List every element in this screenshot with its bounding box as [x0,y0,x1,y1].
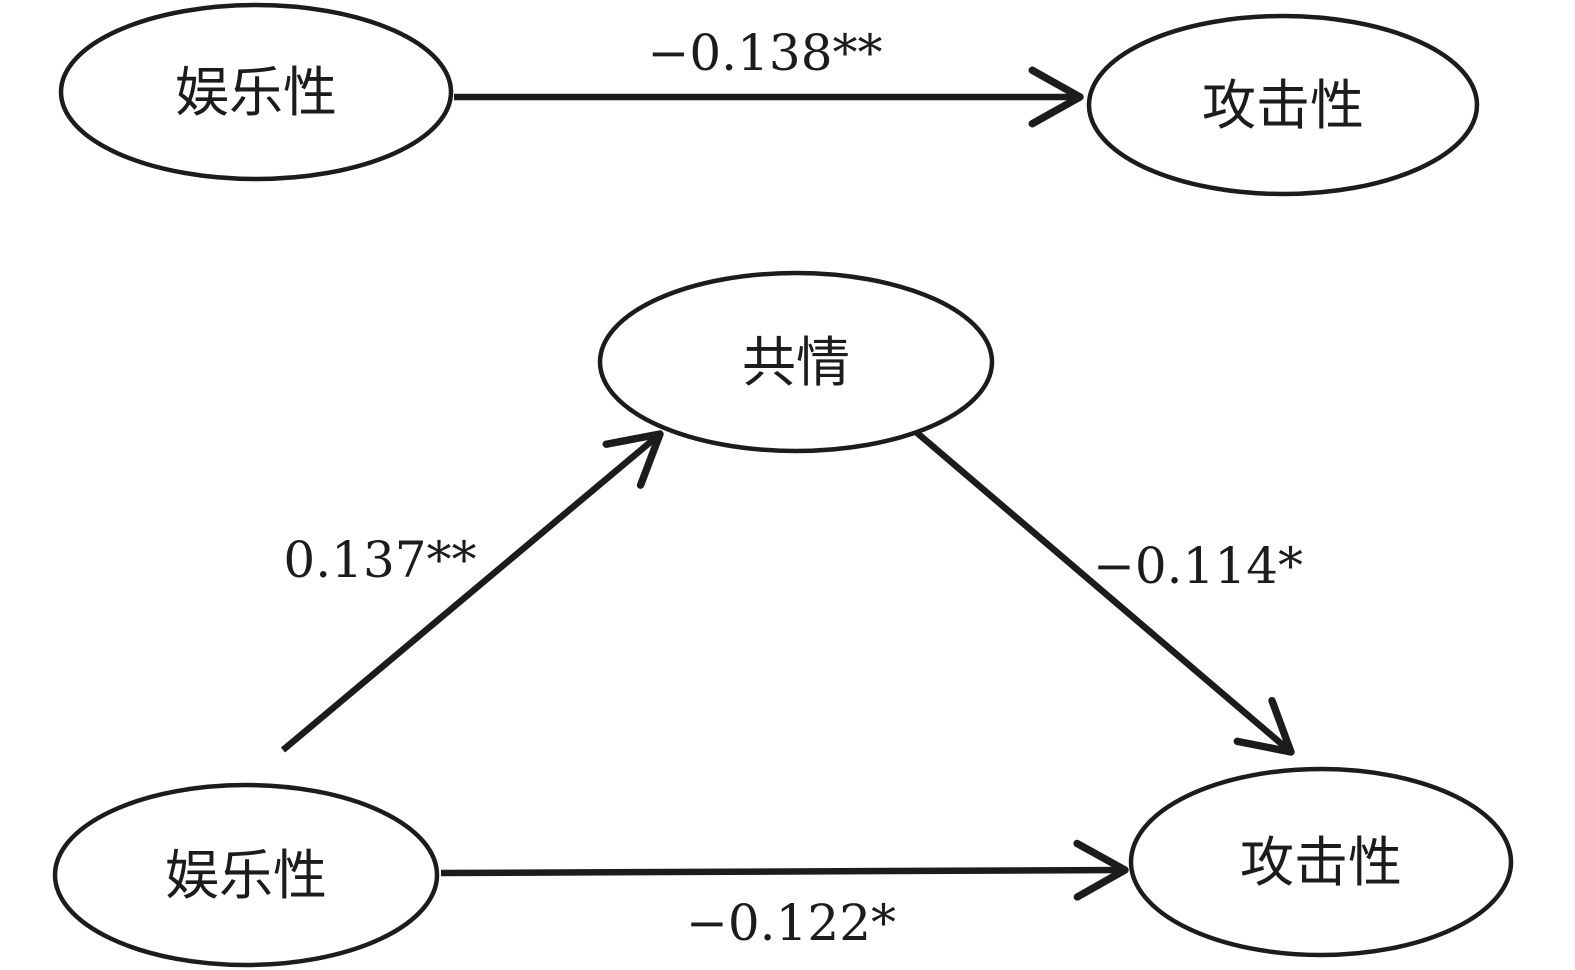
node-bottom-predictor: 娱乐性 [52,782,440,968]
node-top-outcome: 攻击性 [1086,13,1480,197]
label-bottom-predictor: 娱乐性 [165,844,327,907]
ellipse-top-predictor [58,2,454,182]
label-top-predictor: 娱乐性 [175,61,337,124]
coefficient-path-b: −0.114* [1093,537,1303,595]
arrow-path-b [906,423,1295,756]
coefficient-direct-effect: −0.122* [686,894,896,952]
edge-path-a: 0.137** [280,430,664,753]
coefficient-path-a: 0.137** [283,531,476,589]
label-mediator: 共情 [742,331,850,394]
edge-total-effect: −0.138** [454,24,1084,128]
node-mediator: 共情 [597,270,995,454]
arrow-path-a [280,430,664,753]
label-top-outcome: 攻击性 [1202,74,1364,137]
node-top-predictor: 娱乐性 [58,2,454,182]
ellipse-mediator [597,270,995,454]
label-bottom-outcome: 攻击性 [1240,831,1402,894]
ellipse-top-outcome [1086,13,1480,197]
edge-path-b: −0.114* [906,423,1303,756]
ellipse-bottom-predictor [52,782,440,968]
ellipse-bottom-outcome [1128,766,1514,958]
node-bottom-outcome: 攻击性 [1128,766,1514,958]
coefficient-total-effect: −0.138** [647,24,882,82]
edge-direct-effect: −0.122* [440,839,1129,952]
arrow-direct-effect [440,839,1129,901]
